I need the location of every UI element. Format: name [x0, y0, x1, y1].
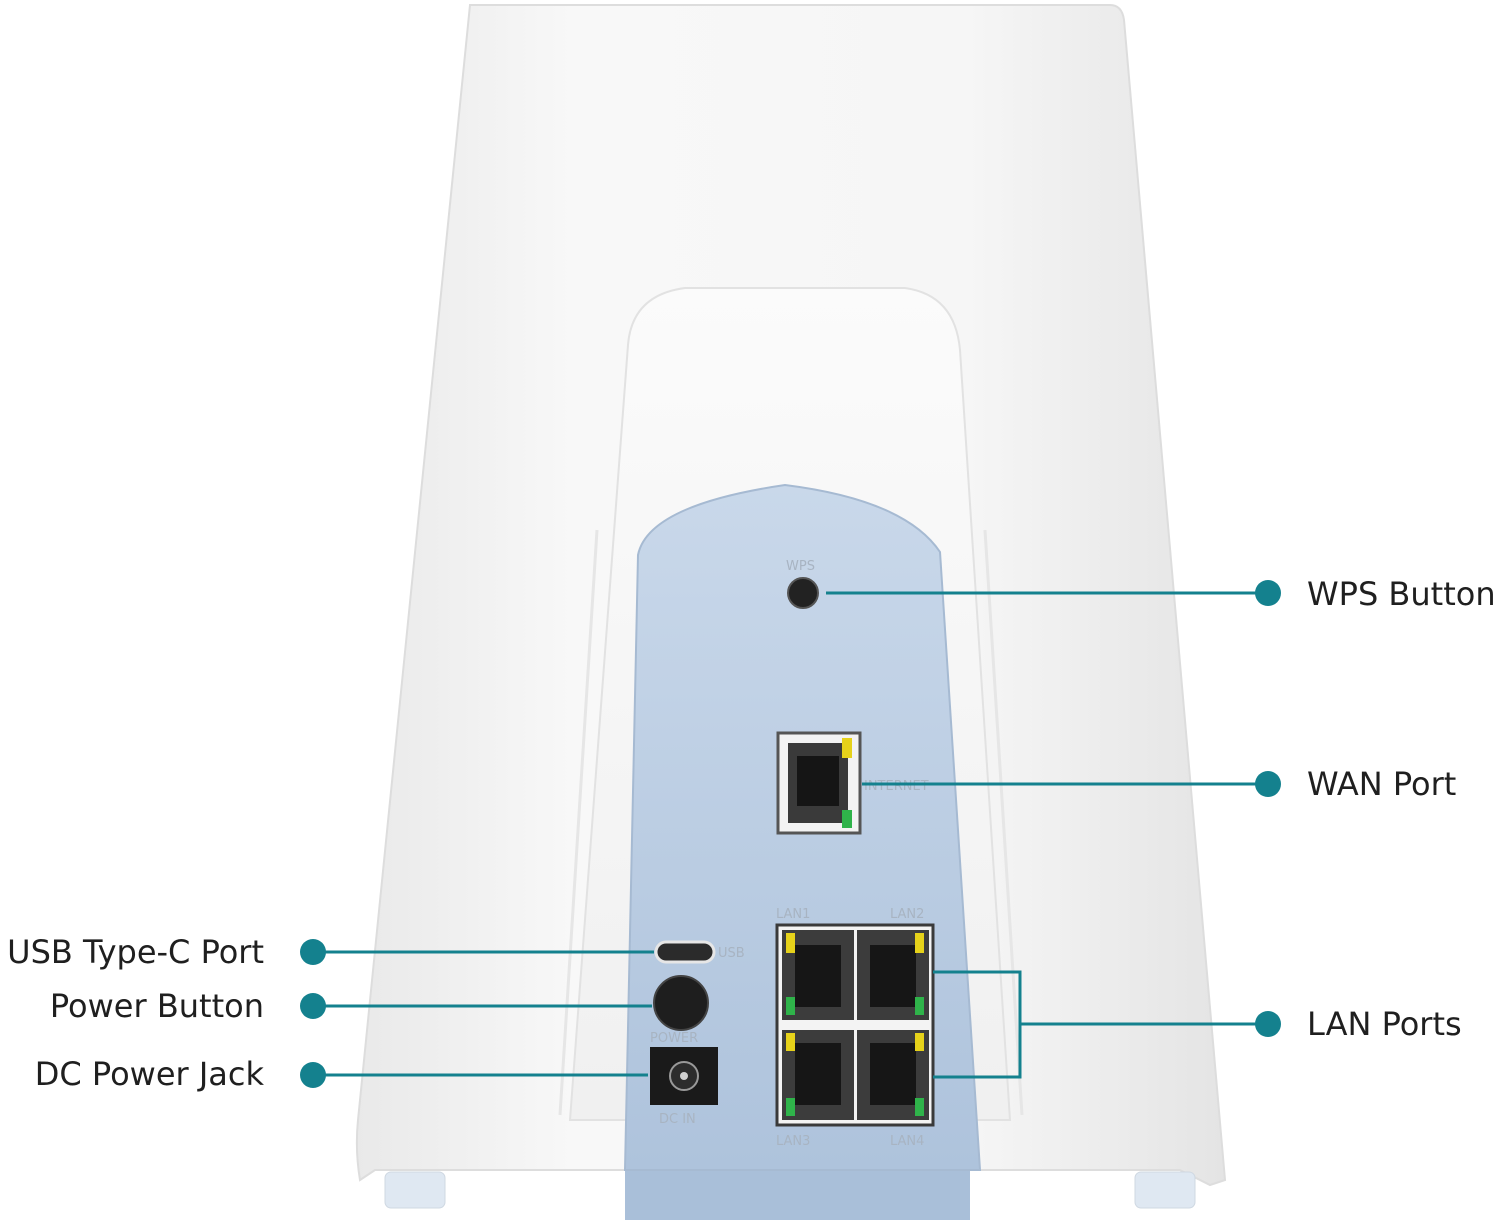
dc-in-label: DC IN: [659, 1112, 696, 1127]
usb-c-port[interactable]: [654, 940, 716, 964]
base-strip: [625, 1170, 970, 1220]
callout-wps-button: WPS Button: [1307, 575, 1496, 613]
callout-wan-port: WAN Port: [1307, 765, 1457, 803]
power-button[interactable]: [653, 975, 709, 1031]
callout-power-button: Power Button: [49, 987, 264, 1025]
callout-dc-jack: DC Power Jack: [34, 1055, 264, 1093]
lan4-label: LAN4: [890, 1134, 924, 1149]
lan1-label: LAN1: [776, 907, 810, 922]
lan2-label: LAN2: [890, 907, 924, 922]
left-foot: [384, 1171, 446, 1209]
dc-power-jack[interactable]: [650, 1047, 718, 1105]
right-foot: [1134, 1171, 1196, 1209]
callout-lan-ports: LAN Ports: [1307, 1005, 1462, 1043]
usb-label: USB: [718, 946, 745, 961]
wan-port[interactable]: [776, 731, 862, 835]
internet-label: INTERNET: [864, 779, 929, 794]
lan3-label: LAN3: [776, 1134, 810, 1149]
lan-ports[interactable]: [775, 923, 935, 1127]
callout-usb-port: USB Type-C Port: [7, 933, 264, 971]
wps-label: WPS: [786, 559, 815, 574]
wps-button[interactable]: [787, 577, 819, 609]
power-label: POWER: [650, 1031, 698, 1046]
callout-dots: [300, 580, 1281, 1088]
callout-lines: [313, 591, 1268, 1079]
